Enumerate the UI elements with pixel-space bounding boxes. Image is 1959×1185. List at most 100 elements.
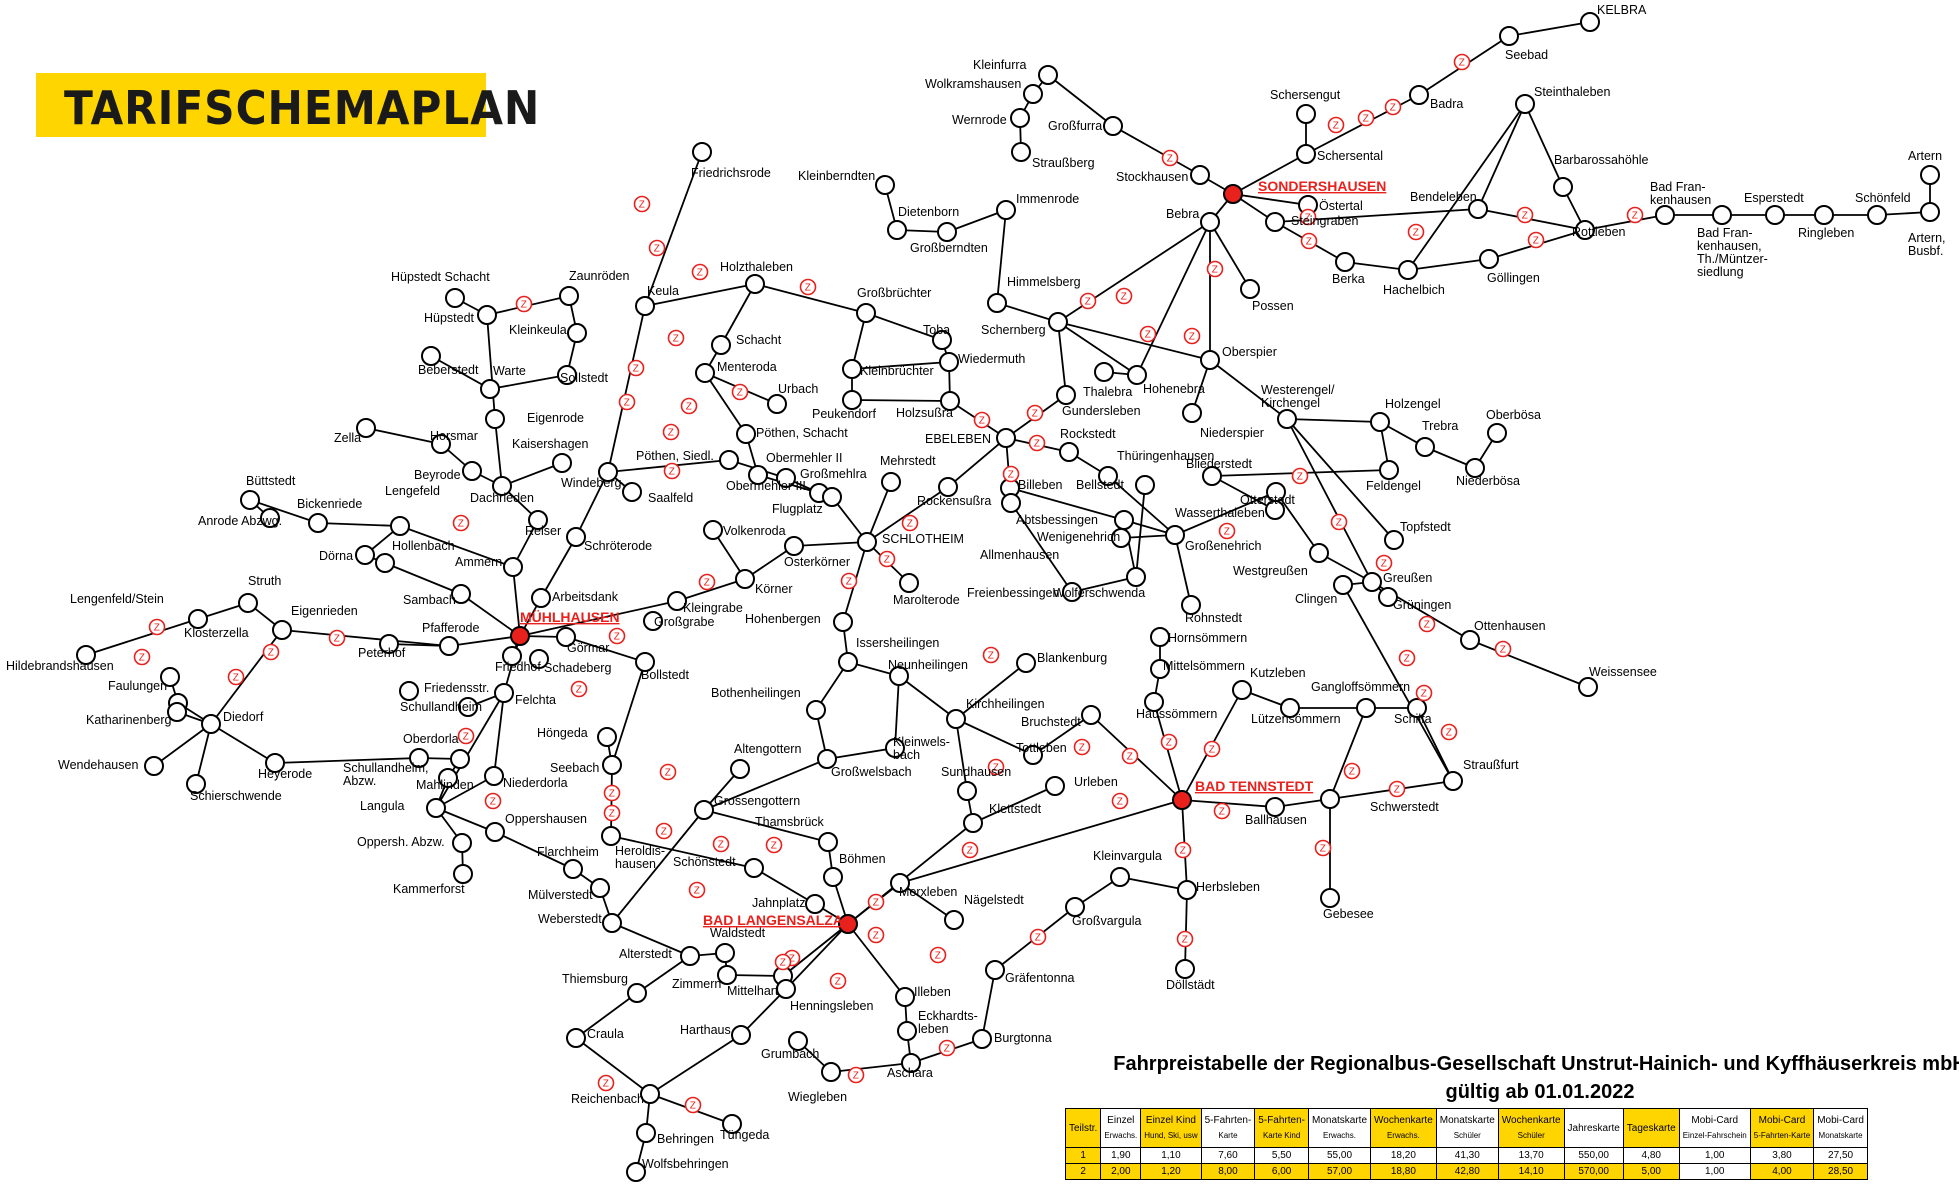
route-line — [1469, 639, 1589, 688]
stop-ammern — [503, 557, 523, 577]
stop-eckhardts-leben — [897, 1021, 917, 1041]
stop-label: Barbarossahöhle — [1554, 153, 1649, 167]
stop-issersheilingen — [838, 652, 858, 672]
stop-label: Kleinkeula — [509, 323, 567, 337]
stop-label: Gundersleben — [1062, 404, 1141, 418]
stop-anrode-abzwg — [260, 508, 280, 528]
zone-marker: Z — [867, 893, 885, 911]
fare-table-title: Fahrpreistabelle der Regionalbus-Gesells… — [1060, 1050, 1959, 1106]
stop-label: Waldstedt — [710, 926, 766, 940]
title-banner: TARIFSCHEMAPLAN — [36, 73, 539, 137]
stop-label: Großenehrich — [1185, 539, 1261, 553]
svg-text:Z: Z — [1297, 472, 1303, 483]
stop-label: Craula — [587, 1027, 624, 1041]
stop-label: Ballhausen — [1245, 813, 1307, 827]
stop-bliederstedt — [1202, 466, 1222, 486]
route-line — [1209, 359, 1288, 420]
fare-col-header: 5-Fahrten-Karte — [1200, 1108, 1256, 1148]
route-line — [1119, 876, 1188, 891]
route-line — [793, 541, 868, 547]
stop-label: Pöthen, Siedl. — [636, 449, 714, 463]
stop-label: Schilfa — [1394, 712, 1432, 726]
stop-label: Gangloffsömmern — [1311, 680, 1410, 694]
zone-marker: Z — [840, 572, 858, 590]
hub-label-sondershausen: SONDERSHAUSEN — [1258, 178, 1386, 194]
svg-text:Z: Z — [668, 428, 674, 439]
zone-marker: Z — [1357, 109, 1375, 127]
zone-marker: Z — [1291, 467, 1309, 485]
stop-badra — [1409, 85, 1429, 105]
svg-text:Z: Z — [1034, 439, 1040, 450]
zone-marker: Z — [847, 1066, 865, 1084]
stop-waldstedt — [715, 943, 735, 963]
zone-marker: Z — [452, 514, 470, 532]
stop-label: Hohenbergen — [745, 612, 821, 626]
zone-marker: Z — [1026, 404, 1044, 422]
stop-label: Thamsbrück — [755, 815, 825, 829]
svg-text:Z: Z — [1500, 645, 1506, 656]
stop-label: Artern, — [1908, 231, 1946, 245]
stop-label: Abzw. — [343, 774, 376, 788]
svg-text:Z: Z — [1305, 213, 1311, 224]
zone-marker: Z — [973, 411, 991, 429]
stop-menteroda — [695, 363, 715, 383]
stop-osterkörner — [784, 536, 804, 556]
stop-horsmar — [431, 434, 451, 454]
stop-label: Mülverstedt — [528, 888, 593, 902]
stop-döllstädt — [1175, 959, 1195, 979]
fare-cell: 57,00 — [1307, 1163, 1372, 1180]
stop-hornsömmern — [1150, 627, 1170, 647]
stop-holzengel — [1370, 412, 1390, 432]
stop-label: Alterstedt — [619, 947, 672, 961]
stop-label: hausen — [615, 857, 656, 871]
route-line — [1107, 475, 1176, 536]
svg-text:Z: Z — [1533, 236, 1539, 247]
stop-label: Felchta — [515, 693, 556, 707]
stop-label: Harthaus — [680, 1023, 731, 1037]
stop-label: Niederspier — [1200, 426, 1264, 440]
svg-text:Z: Z — [609, 789, 615, 800]
stop-label: EBELEBEN — [925, 432, 991, 446]
stop-label: Lengenfeld/Stein — [70, 592, 164, 606]
fare-cell: 3,80 — [1749, 1147, 1815, 1164]
stop-weberstedt — [602, 913, 622, 933]
svg-text:Z: Z — [1421, 689, 1427, 700]
stop-label: Flarchheim — [537, 845, 599, 859]
svg-text:Z: Z — [1079, 743, 1085, 754]
stop-label: Struth — [248, 574, 281, 588]
route-line — [1416, 707, 1454, 782]
stop-label: Mittelsömmern — [1163, 659, 1245, 673]
stop-label: Zaunröden — [569, 269, 630, 283]
stop-großgrabe — [643, 611, 663, 631]
stop-schullandheim-abzw — [409, 748, 429, 768]
stop-label: Oberspier — [1222, 345, 1277, 359]
stop-illeben — [895, 987, 915, 1007]
stop-arbeitsdank — [531, 588, 551, 608]
svg-text:Z: Z — [624, 398, 630, 409]
stop-label: Behringen — [657, 1132, 714, 1146]
zone-marker: Z — [633, 195, 651, 213]
svg-text:Z: Z — [673, 334, 679, 345]
stop-gebesee — [1320, 888, 1340, 908]
fare-cell: 55,00 — [1307, 1147, 1372, 1164]
zone-marker: Z — [712, 835, 730, 853]
stop-mehrstedt — [881, 472, 901, 492]
stop-großbrüchter — [856, 303, 876, 323]
stop-label: Holzsußra — [896, 406, 953, 420]
fare-cell: 8,00 — [1200, 1163, 1256, 1180]
svg-text:Z: Z — [846, 577, 852, 588]
zone-marker: Z — [1440, 723, 1458, 741]
zone-marker: Z — [1161, 149, 1179, 167]
svg-text:Z: Z — [1390, 103, 1396, 114]
stop-label: Obermehler II — [766, 451, 842, 465]
svg-text:Z: Z — [154, 623, 160, 634]
svg-text:Z: Z — [490, 797, 496, 808]
svg-text:Z: Z — [907, 519, 913, 530]
stop-zimmern — [717, 965, 737, 985]
stop-feldengel — [1379, 460, 1399, 480]
stop-kleinberndten — [875, 175, 895, 195]
svg-text:Z: Z — [334, 634, 340, 645]
stop-label: Heroldis- — [615, 844, 665, 858]
stop-label: Herbsleben — [1196, 880, 1260, 894]
